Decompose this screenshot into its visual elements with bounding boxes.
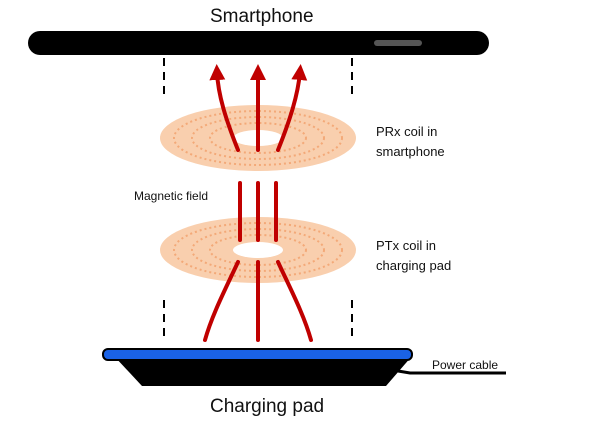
charging-pad-base bbox=[114, 356, 412, 386]
charging-pad-top bbox=[102, 348, 413, 361]
transmitter-coil bbox=[160, 217, 356, 283]
smartphone-slot bbox=[374, 40, 422, 46]
magnetic-field-lines-lower bbox=[203, 260, 313, 342]
power-cable-label: Power cable bbox=[432, 358, 499, 372]
smartphone-label: Smartphone bbox=[210, 6, 314, 27]
receiver-coil-label-line2: smartphone bbox=[376, 144, 445, 159]
field-arrow-right bbox=[276, 64, 308, 152]
smartphone-body bbox=[28, 31, 489, 55]
power-cable bbox=[391, 368, 506, 375]
magnetic-field-arrows-upper bbox=[209, 64, 308, 152]
transmitter-coil-label-line1: PTx coil in bbox=[376, 238, 436, 253]
magnetic-field-lines-middle bbox=[238, 181, 278, 242]
transmitter-coil-label-line2: charging pad bbox=[376, 258, 452, 273]
charging-pad-label: Charging pad bbox=[210, 396, 325, 417]
receiver-coil-label-line1: PRx coil in bbox=[376, 124, 438, 139]
field-arrow-left bbox=[209, 64, 240, 152]
magnetic-field-label: Magnetic field bbox=[134, 189, 209, 203]
